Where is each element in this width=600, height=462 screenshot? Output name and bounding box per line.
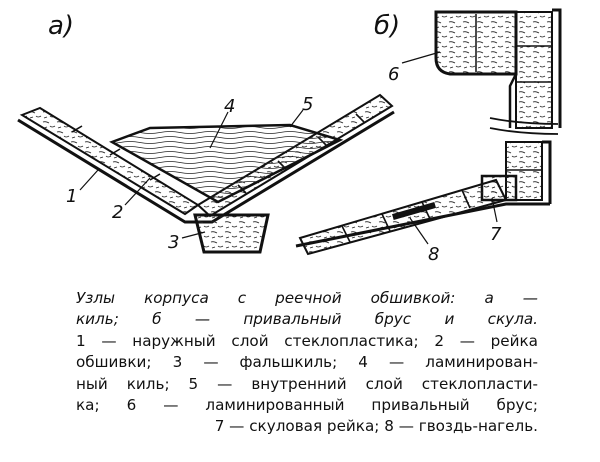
panel-label-a: а): [48, 11, 74, 41]
break-marks: [489, 117, 559, 135]
hull-joints-diagram: а) 1 2 3 4 5: [17, 8, 562, 265]
caption-line-3: 1 — наружный слой стеклопластика; 2 — ре…: [76, 331, 538, 350]
callout-2: 2: [112, 202, 123, 223]
false-keel: [193, 213, 270, 254]
gunwale-and-chine-assembly: 6 7 8: [295, 8, 562, 265]
caption-line-4: обшивки; 3 — фальшкиль; 4 — ламинирован-: [76, 353, 538, 372]
caption-line-6: ка; 6 — ламинированный привальный брус;: [76, 396, 538, 415]
panel-label-b: б): [374, 11, 400, 41]
dowel-nail: [392, 202, 436, 220]
caption-line-2: киль; б — привальный брус и скула.: [76, 310, 538, 329]
callout-4: 4: [224, 96, 235, 117]
caption-line-1: Узлы корпуса с реечной обшивкой: а —: [76, 289, 538, 307]
keel-assembly: 1 2 3 4 5: [17, 93, 395, 254]
laminated-keel: [109, 123, 344, 204]
callout-1: 1: [66, 186, 77, 207]
callout-8: 8: [428, 244, 439, 265]
callout-7: 7: [490, 224, 502, 245]
callout-5: 5: [302, 94, 313, 115]
figure-caption: Узлы корпуса с реечной обшивкой: а — кил…: [76, 288, 538, 438]
callout-3: 3: [168, 232, 179, 253]
caption-line-5: ный киль; 5 — внутренний слой стеклоплас…: [76, 374, 538, 393]
caption-line-7: 7 — скуловая рейка; 8 — гвоздь-нагель.: [214, 417, 538, 436]
gunwale-bend: [508, 73, 518, 128]
side-planking: [515, 11, 553, 129]
bottom-outer-layer: [295, 202, 550, 248]
side-outer-layer: [552, 8, 562, 128]
callout-6: 6: [388, 64, 399, 85]
